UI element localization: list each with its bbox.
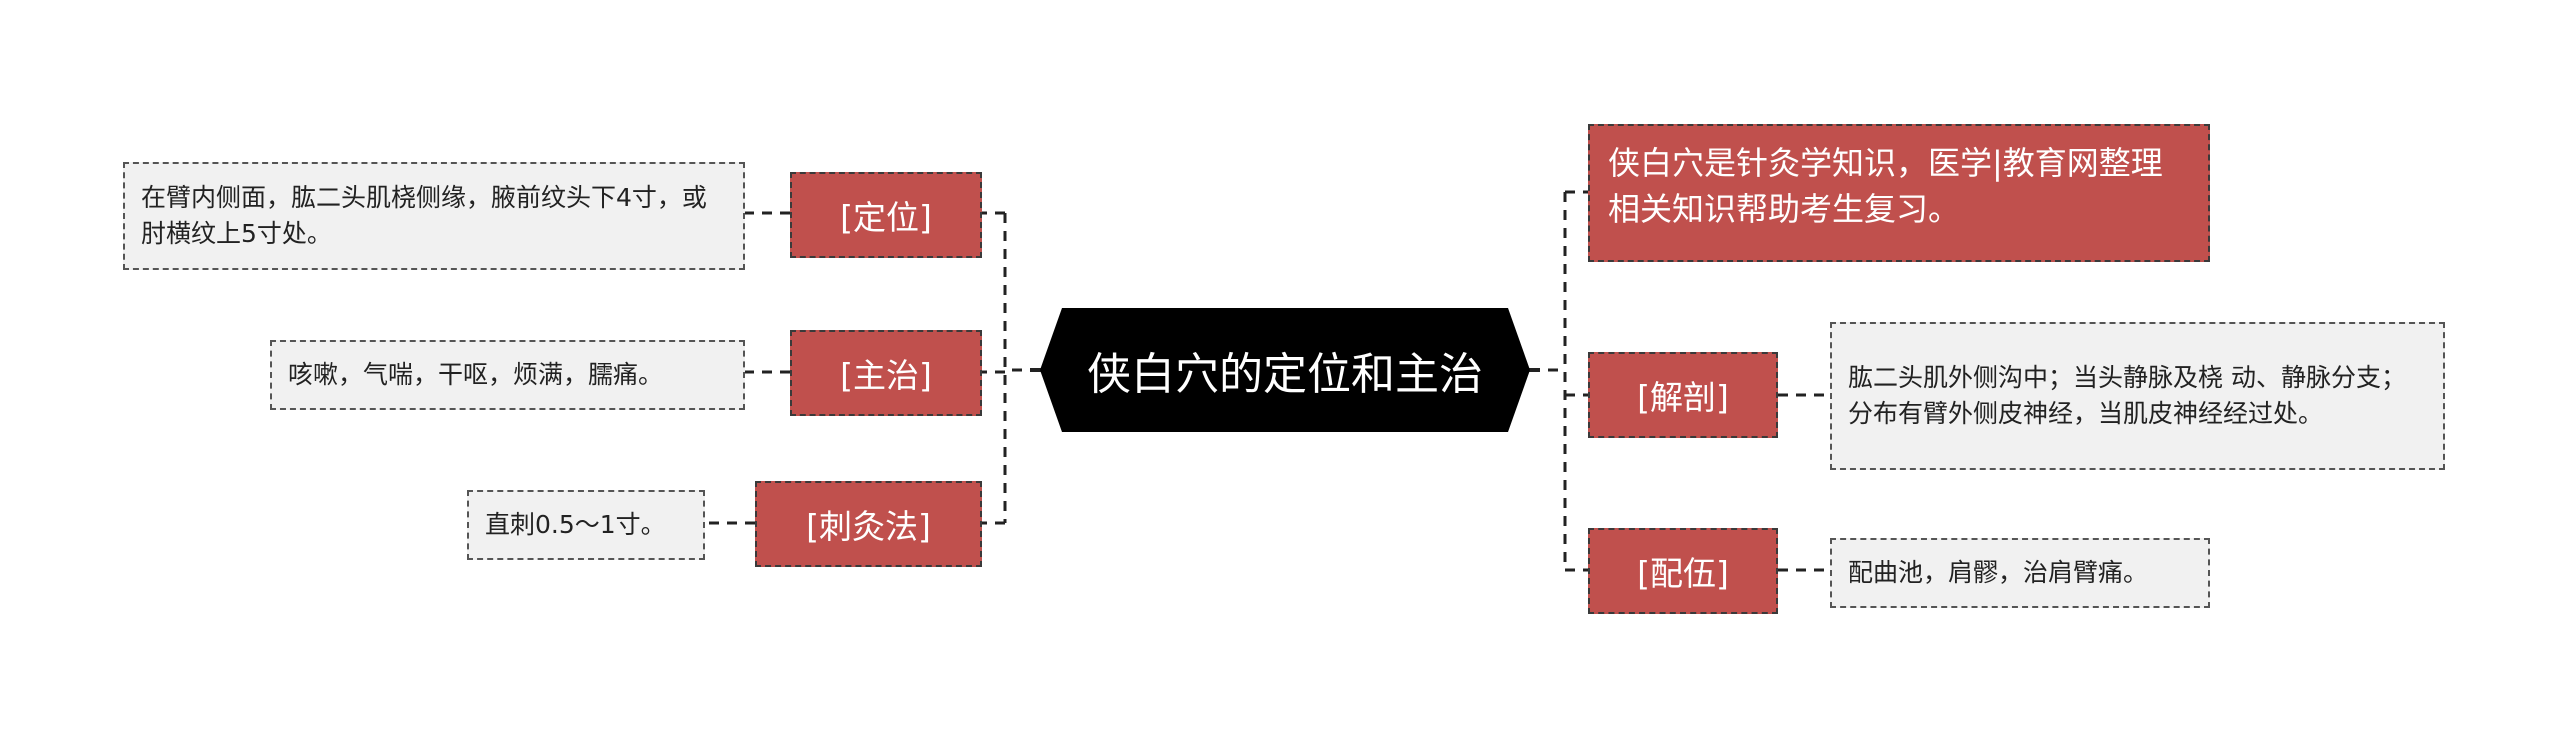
- leaf-dingwei[interactable]: 在臂内侧面，肱二头肌桡侧缘，腋前纹头下4寸，或肘横纹上5寸处。: [123, 162, 745, 270]
- leaf-cijiufa[interactable]: 直刺0.5～1寸。: [467, 490, 705, 560]
- center-topic[interactable]: 侠白穴的定位和主治: [1040, 308, 1530, 432]
- summary-note[interactable]: 侠白穴是针灸学知识，医学|教育网整理相关知识帮助考生复习。: [1588, 124, 2210, 262]
- category-cijiufa-label: [刺灸法]: [806, 507, 931, 546]
- leaf-peiwu-text: 配曲池，肩髎，治肩臂痛。: [1848, 557, 2149, 587]
- connector-right-trunk: [1530, 192, 1567, 570]
- summary-note-text: 侠白穴是针灸学知识，医学|教育网整理相关知识帮助考生复习。: [1608, 144, 2163, 229]
- category-peiwu[interactable]: [配伍]: [1588, 528, 1778, 614]
- leaf-zhuzhi-text: 咳嗽，气喘，干呕，烦满，臑痛。: [288, 359, 664, 389]
- leaf-jiepou[interactable]: 肱二头肌外侧沟中；当头静脉及桡 动、静脉分支；分布有臂外侧皮神经，当肌皮神经经过…: [1830, 322, 2445, 470]
- leaf-zhuzhi[interactable]: 咳嗽，气喘，干呕，烦满，臑痛。: [270, 340, 745, 410]
- category-peiwu-label: [配伍]: [1637, 554, 1729, 593]
- category-jiepou-label: [解剖]: [1637, 378, 1729, 417]
- category-dingwei[interactable]: [定位]: [790, 172, 982, 258]
- category-zhuzhi[interactable]: [主治]: [790, 330, 982, 416]
- center-topic-label: 侠白穴的定位和主治: [1087, 349, 1483, 400]
- category-cijiufa[interactable]: [刺灸法]: [755, 481, 982, 567]
- category-jiepou[interactable]: [解剖]: [1588, 352, 1778, 438]
- leaf-cijiufa-text: 直刺0.5～1寸。: [485, 509, 666, 539]
- leaf-dingwei-text: 在臂内侧面，肱二头肌桡侧缘，腋前纹头下4寸，或肘横纹上5寸处。: [141, 182, 707, 248]
- category-dingwei-label: [定位]: [840, 198, 932, 237]
- leaf-peiwu[interactable]: 配曲池，肩髎，治肩臂痛。: [1830, 538, 2210, 608]
- category-zhuzhi-label: [主治]: [840, 356, 932, 395]
- leaf-jiepou-text: 肱二头肌外侧沟中；当头静脉及桡 动、静脉分支；分布有臂外侧皮神经，当肌皮神经经过…: [1848, 362, 2406, 428]
